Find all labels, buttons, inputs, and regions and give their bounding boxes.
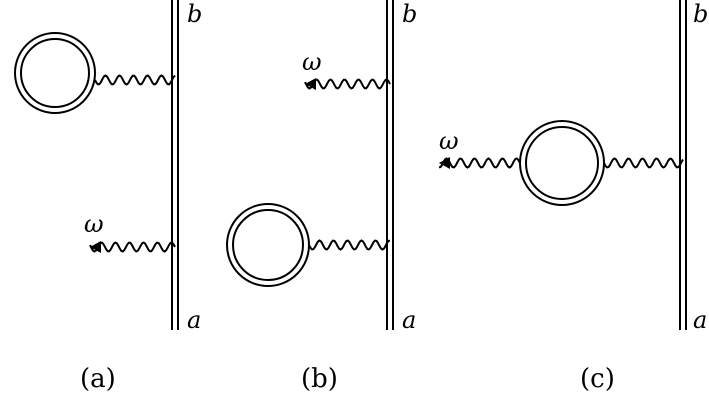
photon-propagator-b bbox=[308, 239, 391, 251]
vacuum-loop-b bbox=[226, 203, 310, 287]
top-label-b: b bbox=[402, 0, 417, 28]
diagram-c: ω b a (c) bbox=[438, 0, 708, 394]
arrowhead-icon bbox=[305, 78, 316, 90]
caption-c: (c) bbox=[580, 364, 615, 394]
photon-label-a: ω bbox=[84, 210, 104, 238]
photon-label-b: ω bbox=[302, 48, 322, 76]
bottom-label-b: a bbox=[402, 306, 416, 334]
top-label-a: b bbox=[187, 0, 202, 28]
arrowhead-icon bbox=[439, 157, 450, 169]
caption-a: (a) bbox=[80, 364, 116, 394]
electron-line-b bbox=[386, 0, 394, 330]
bottom-label-c: a bbox=[693, 306, 707, 334]
photon-propagator-c bbox=[603, 157, 684, 169]
photon-propagator-a bbox=[94, 74, 176, 86]
emitted-photon-a bbox=[89, 241, 176, 253]
diagram-a: ω b a (a) bbox=[14, 0, 202, 394]
electron-line-a bbox=[171, 0, 179, 330]
diagram-b: ω b a (b) bbox=[226, 0, 417, 394]
arrowhead-icon bbox=[90, 241, 101, 253]
top-label-c: b bbox=[693, 0, 708, 28]
vacuum-loop-a bbox=[14, 32, 96, 114]
vacuum-polarization-loop-c bbox=[519, 120, 605, 206]
photon-label-c: ω bbox=[439, 127, 459, 155]
emitted-photon-b bbox=[304, 78, 391, 90]
bottom-label-a: a bbox=[187, 306, 201, 334]
caption-b: (b) bbox=[301, 364, 338, 394]
emitted-photon-c bbox=[438, 157, 521, 169]
